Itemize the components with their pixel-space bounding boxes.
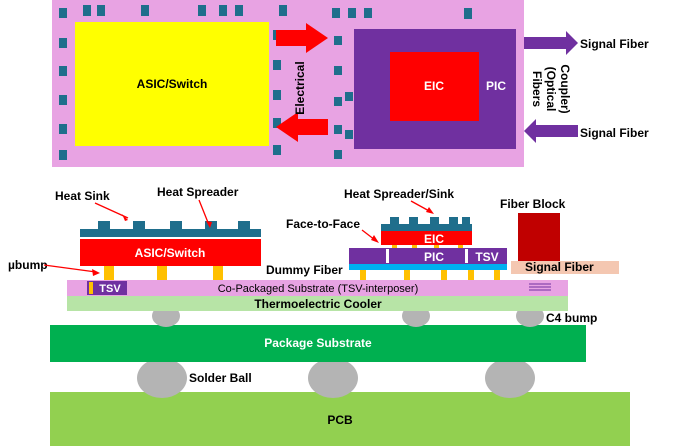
top-view-fibers-label-2: (Optical [544,67,558,112]
co-packaged-substrate-label: Co-Packaged Substrate (TSV-interposer) [218,283,419,295]
co-packaged-substrate-layer [67,280,568,296]
top-view-pads [59,5,472,160]
pic-tsv-vias [386,249,468,263]
heat-spreader-arrowhead-icon [206,221,212,228]
heat-sink-label: Heat Sink [55,189,110,203]
fiber-block [518,213,560,261]
face-to-face-arrowhead-icon [371,235,379,243]
solder-balls [137,358,535,398]
pcb-label: PCB [327,413,353,427]
tsv-left-label: TSV [99,283,121,295]
signal-fiber-in-arrow-icon [524,119,578,143]
top-view-pic-label: PIC [486,79,506,93]
eic-die [381,231,472,245]
heat-spreader-sink-arrowhead-icon [426,207,434,214]
c4-bump-label: C4 bump [546,311,597,325]
tsv-left-via [89,282,93,294]
signal-fiber-out-arrow-icon [524,31,578,55]
top-view-asic-label: ASIC/Switch [137,77,208,91]
top-view-fibers-label-3: Coupler) [558,64,572,113]
ubumps-asic [104,266,223,280]
asic-heat-spreader [80,229,261,237]
top-view-eic [390,52,479,121]
signal-fiber-bar [511,261,619,274]
asic-heat-sink-fins [98,221,250,229]
package-substrate-layer [50,325,586,362]
arrow-right-icon [276,23,328,53]
eic-heat-sink-fins [390,217,470,224]
asic-switch-label: ASIC/Switch [135,246,206,260]
ubump-label: µbump [8,258,48,272]
ubump-arrowhead-icon [92,269,100,276]
top-view-signal-fiber-top: Signal Fiber [580,37,649,51]
waveguide-lines [529,283,551,291]
dummy-fiber-label: Dummy Fiber [266,263,343,277]
pcb-layer [50,392,630,446]
eic-heat-spreader [381,224,472,231]
fiber-block-label: Fiber Block [500,197,566,211]
thermoelectric-cooler-label: Thermoelectric Cooler [254,297,382,311]
tsv-left-box [87,281,127,295]
top-view-signal-fiber-bottom: Signal Fiber [580,126,649,140]
heat-sink-arrowhead-icon [122,214,128,221]
signal-fiber-label: Signal Fiber [525,260,594,274]
face-to-face-label: Face-to-Face [286,217,360,231]
eic-ubumps [392,245,463,248]
top-view-eic-label: EIC [424,79,444,93]
top-view-electrical-label: Electrical [293,61,307,114]
package-substrate-label: Package Substrate [264,336,372,350]
solder-ball-label: Solder Ball [189,371,252,385]
heat-spreader-sink-label: Heat Spreader/Sink [344,187,454,201]
thermoelectric-cooler-layer [67,296,568,311]
pic-label: PIC [424,250,444,264]
asic-switch-die [80,239,261,266]
dummy-fiber-bar [349,264,507,270]
heat-spreader-label: Heat Spreader [157,185,239,199]
pic-tsv-label: TSV [475,250,498,264]
eic-label: EIC [424,232,444,246]
arrow-left-icon [276,112,328,142]
top-view-fibers-label-1: Fibers [530,71,544,107]
ubumps-pic [360,270,500,280]
top-view-asic [75,22,269,146]
